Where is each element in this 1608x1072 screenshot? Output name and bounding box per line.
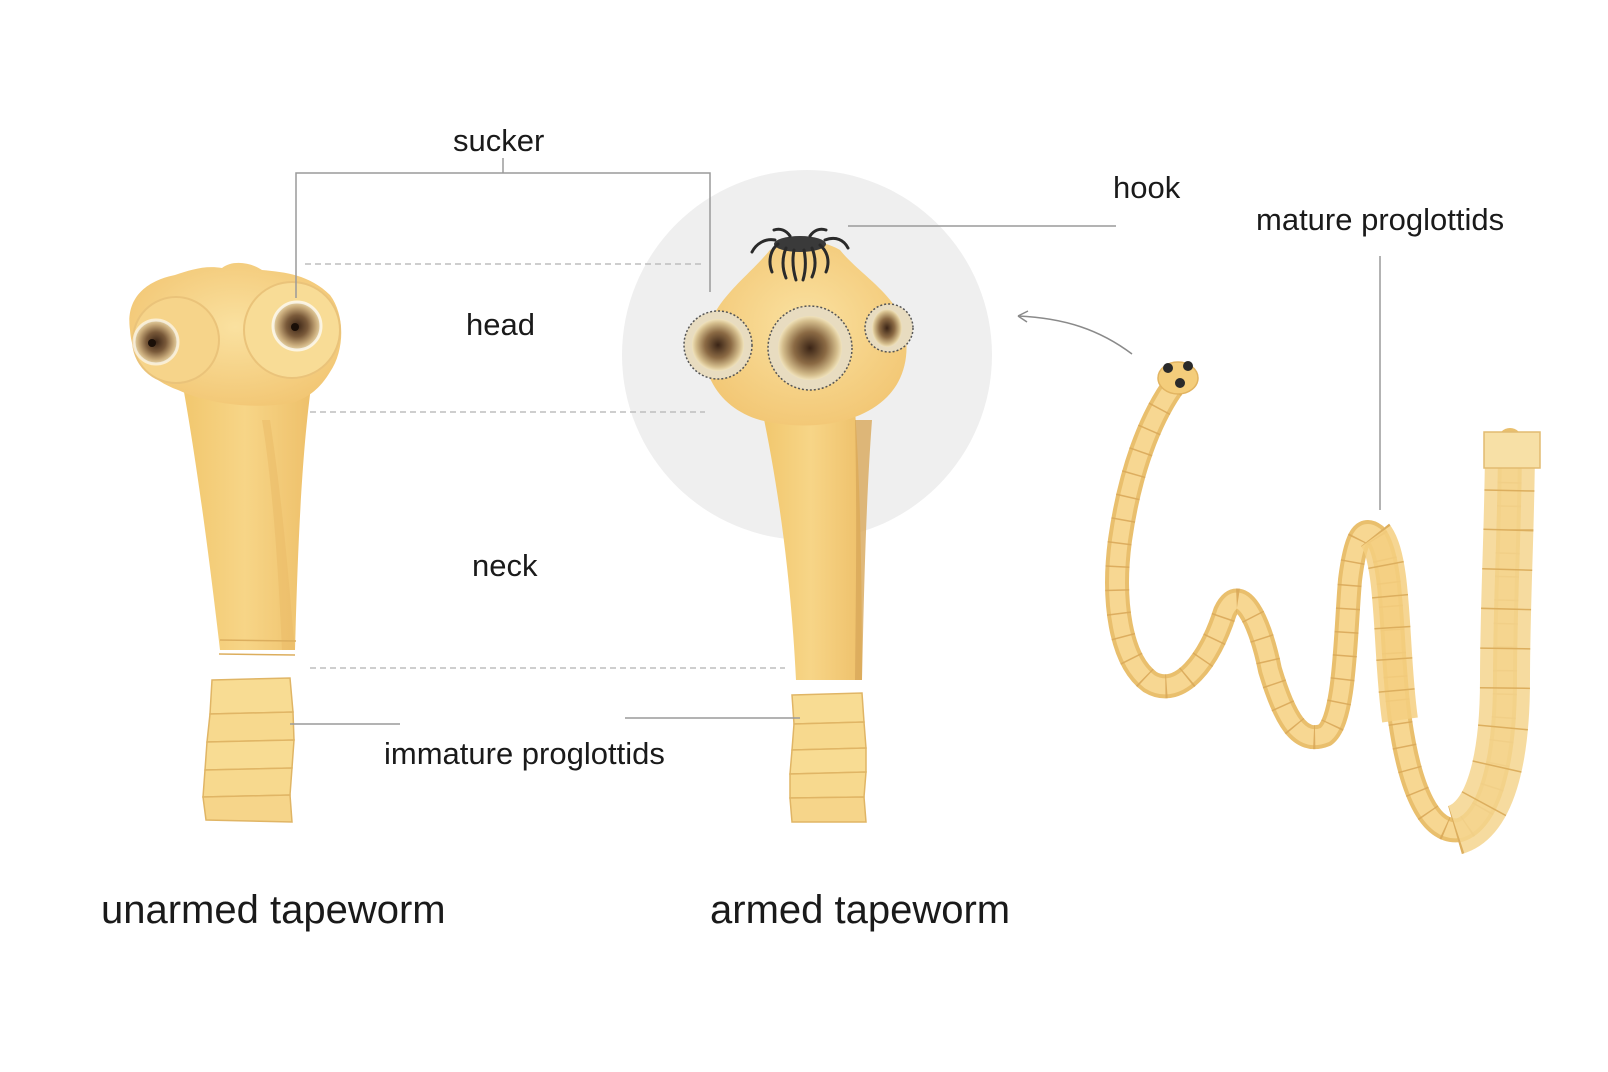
sucker-icon	[864, 303, 914, 353]
strobila	[1105, 376, 1522, 843]
caption-unarmed-tapeworm: unarmed tapeworm	[101, 888, 446, 932]
label-neck: neck	[472, 548, 538, 583]
sucker-icon	[132, 296, 220, 384]
caption-armed-tapeworm: armed tapeworm	[710, 888, 1011, 932]
sucker-icon	[243, 281, 341, 379]
label-hook: hook	[1113, 170, 1181, 205]
tapeworm-head-icon	[1157, 361, 1199, 395]
leader-lines	[290, 158, 1381, 725]
region-dividers	[305, 263, 785, 669]
sucker-icon	[683, 310, 753, 380]
label-sucker: sucker	[453, 123, 545, 158]
zoom-arrow	[1017, 315, 1133, 355]
sucker-icon	[767, 305, 853, 391]
label-immature-proglottids: immature proglottids	[384, 736, 665, 771]
label-mature-proglottids: mature proglottids	[1256, 202, 1505, 237]
armed-immature-proglottids	[789, 692, 867, 823]
whole-tapeworm	[1105, 361, 1541, 855]
label-head: head	[466, 307, 535, 342]
armed-neck	[760, 400, 862, 680]
unarmed-tapeworm	[129, 262, 342, 823]
armed-tapeworm	[622, 170, 992, 823]
hook-icon	[750, 227, 850, 282]
unarmed-immature-proglottids	[202, 677, 295, 823]
